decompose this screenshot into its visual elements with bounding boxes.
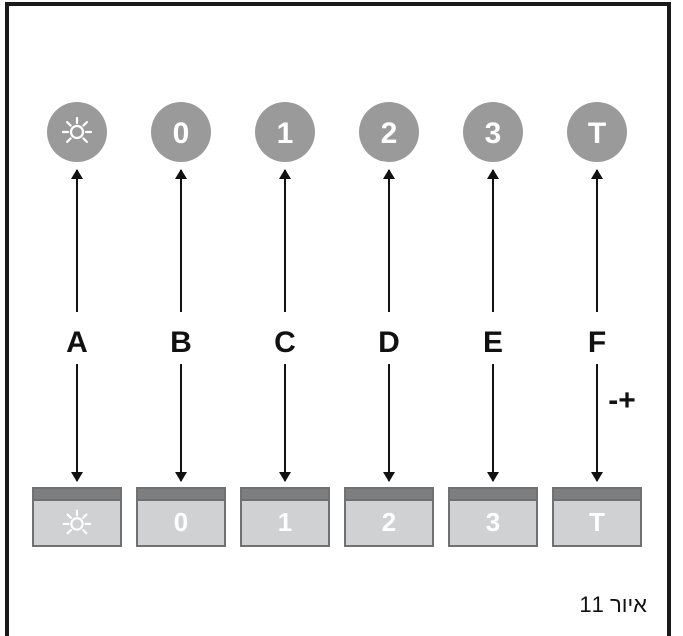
indicator-circle-a [47, 102, 107, 162]
control-button-b[interactable]: 0 [136, 487, 226, 547]
control-button-e[interactable]: 3 [448, 487, 538, 547]
indicator-label-e: 3 [485, 117, 502, 150]
indicator-circle-d [359, 102, 419, 162]
function-letter-d: D [378, 326, 400, 359]
control-button-a[interactable] [32, 487, 122, 547]
column-c: 1C1 [240, 102, 330, 547]
plus-minus-label: -+ [608, 384, 636, 417]
function-letter-f: F [588, 326, 606, 359]
control-button-c[interactable]: 1 [240, 487, 330, 547]
control-button-label-e: 3 [486, 507, 500, 537]
indicator-label-f: T [588, 117, 606, 150]
column-d: 2D2 [344, 102, 434, 547]
function-letter-b: B [170, 326, 192, 359]
indicator-circle-b [151, 102, 211, 162]
column-b: 0B0 [136, 102, 226, 547]
indicator-label-b: 0 [173, 117, 190, 150]
control-button-f[interactable]: T [552, 487, 642, 547]
frame [5, 2, 671, 636]
column-a: A [32, 102, 122, 547]
control-button-label-c: 1 [278, 507, 292, 537]
indicator-circle-f [567, 102, 627, 162]
control-button-label-f: T [589, 507, 605, 537]
control-button-label-d: 2 [382, 507, 396, 537]
indicator-circle-c [255, 102, 315, 162]
control-button-label-b: 0 [174, 507, 188, 537]
function-letter-c: C [274, 326, 296, 359]
light-icon [61, 116, 93, 143]
indicator-circle-e [463, 102, 523, 162]
function-letter-a: A [66, 326, 88, 359]
function-letter-e: E [483, 326, 503, 359]
indicator-label-d: 2 [381, 117, 398, 150]
column-e: 3E3 [448, 102, 538, 547]
control-button-d[interactable]: 2 [344, 487, 434, 547]
light-icon [62, 509, 92, 535]
indicator-label-c: 1 [277, 117, 294, 150]
column-f: T F T [552, 102, 642, 547]
figure-caption: איור 11 [579, 592, 647, 617]
